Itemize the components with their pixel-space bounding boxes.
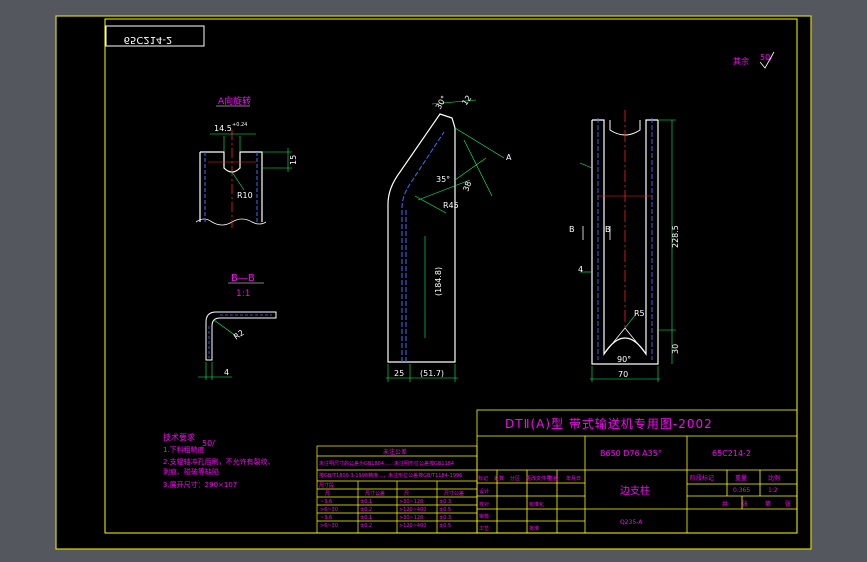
roughness-value: 50/ (760, 53, 773, 62)
mass: 0.365 (733, 487, 750, 494)
sheet-label: 共 (722, 500, 728, 508)
mirrored-number-box: 65C214-2 (105, 25, 205, 47)
table-rows: ~3.6 ±0.1 >30~120 ±0.3 >6~30 ±0.2 >120~400 ±0.5… (320, 499, 451, 529)
scale-label: 比例 (768, 474, 780, 482)
tech-note-4: 3.展开尺寸：290×107 (163, 480, 237, 489)
table-note-1: 未注明尺寸的公差为GB1804……未注明形位公差按GB1184 (319, 460, 454, 467)
material: Q235-A (620, 519, 643, 526)
tech-notes-roughness: 50/ (202, 439, 215, 448)
signoff-label: 批准 (529, 525, 539, 532)
table-cell: >120~400 (399, 507, 426, 513)
table-cell: >30~120 (399, 515, 423, 521)
mass-label: 重量 (735, 474, 747, 482)
view-a-width: 14.5 (214, 124, 232, 133)
table-cell: ±0.1 (360, 515, 372, 521)
side-bend-radius: R45 (443, 201, 459, 210)
mirrored-number: 65C214-2 (124, 34, 173, 45)
side-bottom-b: (51.7) (420, 369, 444, 378)
revision-column-label: 标记 (478, 475, 488, 482)
title-block-lines (476, 409, 798, 534)
table-note-2: 按GB/T1800.3-1998精度…，未注形位公差按GB/T1184-1996 (319, 472, 462, 479)
table-cell: ±0.3 (439, 515, 451, 521)
view-a: A向旋转 14.5 +0.24 15 R10 (195, 95, 298, 228)
outer-frame (55, 15, 812, 550)
tech-note-2: 2.支辊轴冲孔后刷，不允许有裂纹、 (163, 457, 275, 466)
stage-label: 阶段标记 (690, 474, 714, 482)
signoff-label: 工艺 (479, 526, 489, 532)
tolerance-table-text: 未注公差 未注明尺寸的公差为GB1804……未注明形位公差按GB1184 按GB… (319, 448, 464, 529)
table-cell: ~3.6 (320, 515, 332, 521)
section-bb-title: B—B (231, 273, 255, 284)
section-bb-scale: 1:1 (236, 289, 250, 299)
table-col-4: 尺寸公差 (444, 490, 464, 497)
table-cell: ±0.5 (439, 507, 451, 513)
title-block-text: DTⅡ(A)型 带式输送机专用图-2002 B650 D76 A35° 65C2… (478, 416, 791, 532)
front-section-b-left: B (569, 225, 575, 234)
scale: 1:2 (768, 487, 778, 494)
front-width: 70 (618, 370, 628, 379)
sheet-word-2: 张 (785, 500, 791, 508)
front-offset: 30 (671, 344, 680, 354)
spec: B650 D76 A35° (600, 449, 662, 458)
signoff-label: 设计 (479, 488, 489, 495)
front-section-b-right: B (605, 225, 611, 234)
revision-columns: 标记处数分区更改文件号签名 年月日 (478, 475, 581, 482)
section-bb-thk: 4 (224, 368, 229, 377)
sheet-word-1: 张 (742, 500, 748, 508)
table-cell: >30~120 (399, 499, 423, 505)
part-name: 边支柱 (620, 484, 650, 497)
table-cell: ±0.3 (439, 499, 451, 505)
table-cell: >6~30 (320, 507, 338, 513)
revision-column-label: 签名 (548, 475, 558, 482)
side-angle: 35° (436, 175, 450, 184)
tech-note-1: 1.下料粗糙度 (163, 445, 205, 454)
table-cell: >120~400 (399, 523, 426, 529)
front-height: 228.5 (671, 225, 680, 248)
table-col-3: 尺 (404, 491, 409, 497)
table-cell: ±0.1 (360, 499, 372, 505)
tech-notes: 技术要求 50/ 1.下料粗糙度 2.支辊轴冲孔后刷，不允许有裂纹、 剥痕、碰破… (163, 432, 275, 489)
view-a-title: A向旋转 (218, 95, 251, 107)
side-view: 35° R45 12 30° 38 A (184.8) 25 (51.7) (386, 94, 512, 382)
section-bb: B—B 1:1 R2 4 (198, 273, 277, 380)
side-bottom-a: 25 (394, 369, 404, 378)
table-cell: ±0.5 (439, 523, 451, 529)
front-angle: 90° (617, 355, 631, 364)
roughness-label: 其余 (733, 56, 749, 66)
table-head: 尺寸段 (319, 482, 334, 489)
revision-column-label: 分区 (510, 475, 520, 482)
view-a-depth: 15 (289, 155, 298, 165)
front-view: 228.5 30 R5 90° 70 B B 4 (569, 110, 680, 382)
signoff-label: 标准化 (529, 501, 544, 508)
tech-notes-title: 技术要求 (163, 432, 195, 442)
table-cell: ~3.6 (320, 499, 332, 505)
paper (56, 16, 811, 549)
table-cell: ±0.2 (360, 523, 372, 529)
side-mid: 38 (461, 180, 473, 193)
main-title: DTⅡ(A)型 带式输送机专用图-2002 (505, 416, 713, 431)
table-cell: ±0.2 (360, 507, 372, 513)
revision-column-label: 年月日 (566, 475, 581, 482)
drawing-no: 65C214-2 (712, 449, 751, 458)
tech-note-3: 剥痕、碰破等缺陷 (163, 467, 219, 476)
signoff-label: 审核 (479, 513, 489, 520)
table-col-2: 尺寸公差 (365, 490, 385, 497)
side-arrow-a: A (506, 153, 512, 162)
view-a-tol: +0.24 (232, 122, 247, 128)
table-col-1: 尺 (325, 491, 330, 497)
signoff-label: 校对 (479, 501, 489, 508)
revision-column-label: 处数 (494, 475, 504, 482)
front-radius: R5 (634, 309, 645, 318)
view-a-radius: R10 (237, 191, 253, 200)
revision-column-label: 更改文件号 (526, 475, 551, 482)
roughness-note: 其余 50/ (733, 51, 775, 69)
table-cell: >6~30 (320, 523, 338, 529)
front-thk: 4 (578, 265, 583, 274)
table-title: 未注公差 (383, 448, 407, 456)
side-height: (184.8) (434, 267, 443, 296)
sheet-of: 第 (765, 500, 771, 508)
